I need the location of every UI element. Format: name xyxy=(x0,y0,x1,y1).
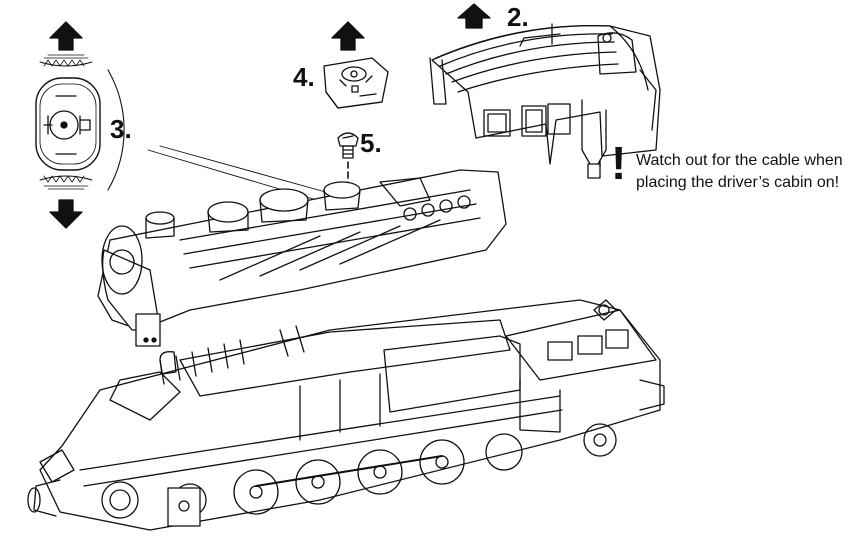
up-arrow-icon xyxy=(331,21,365,51)
step-5-label: 5. xyxy=(360,128,382,158)
boiler-shell xyxy=(97,169,507,347)
down-arrow-icon xyxy=(49,199,83,229)
up-arrow-icon xyxy=(457,3,491,29)
step-4-label: 4. xyxy=(293,62,315,92)
warning-line-2: placing the driver’s cabin on! xyxy=(636,174,840,191)
warning-exclamation: ! xyxy=(611,137,627,189)
cable-warning-note: Watch out for the cable when placing the… xyxy=(636,150,861,194)
step-3-label: 3. xyxy=(110,114,132,144)
cover-plate xyxy=(323,57,389,109)
drivers-cabin xyxy=(429,23,661,179)
screw-icon xyxy=(337,132,359,159)
locomotive-chassis xyxy=(27,299,665,531)
step-2-label: 2. xyxy=(507,2,529,32)
up-arrow-icon xyxy=(49,21,83,51)
detail-inset xyxy=(35,54,341,205)
warning-line-1: Watch out for the cable when xyxy=(636,152,843,169)
